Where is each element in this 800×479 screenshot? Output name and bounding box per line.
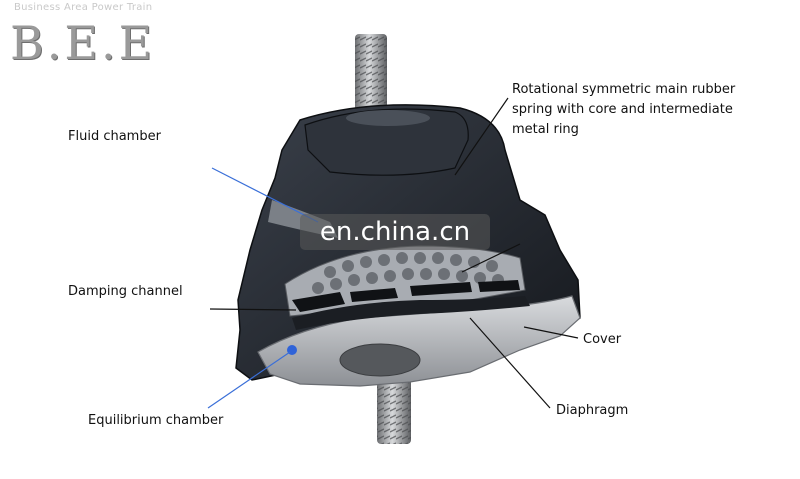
leader-main-spring — [454, 97, 509, 176]
nozzle-plate — [284, 245, 526, 317]
leader-upper-nozzle — [461, 243, 521, 273]
label-equilibrium-chamber: Equilibrium chamber — [88, 413, 224, 428]
watermark: en.china.cn — [300, 214, 490, 250]
leader-diaphragm — [469, 317, 551, 409]
diaphragm-section — [292, 296, 530, 330]
label-main-spring-line3: metal ring — [512, 122, 579, 137]
label-diaphragm: Diaphragm — [556, 403, 629, 418]
label-main-spring-line1: Rotational symmetric main rubber — [512, 82, 736, 97]
logo-subtitle: Business Area Power Train — [14, 2, 153, 13]
damping-channel-section — [292, 280, 520, 312]
core-cap — [304, 108, 469, 176]
label-main-spring-line2: spring with core and intermediate — [512, 102, 733, 117]
bottom-stud — [377, 372, 411, 444]
leader-cover — [523, 326, 579, 339]
leader-lines — [207, 97, 579, 409]
label-cover: Cover — [583, 332, 622, 347]
leader-fluid-chamber — [211, 167, 319, 223]
label-damping-channel: Damping channel — [68, 284, 183, 299]
leader-damping-channel — [209, 308, 297, 311]
label-fluid-chamber: Fluid chamber — [68, 129, 161, 144]
leader-equilibrium — [207, 351, 291, 409]
bottom-bore — [339, 343, 421, 377]
company-logo: B.E.E — [10, 16, 156, 70]
